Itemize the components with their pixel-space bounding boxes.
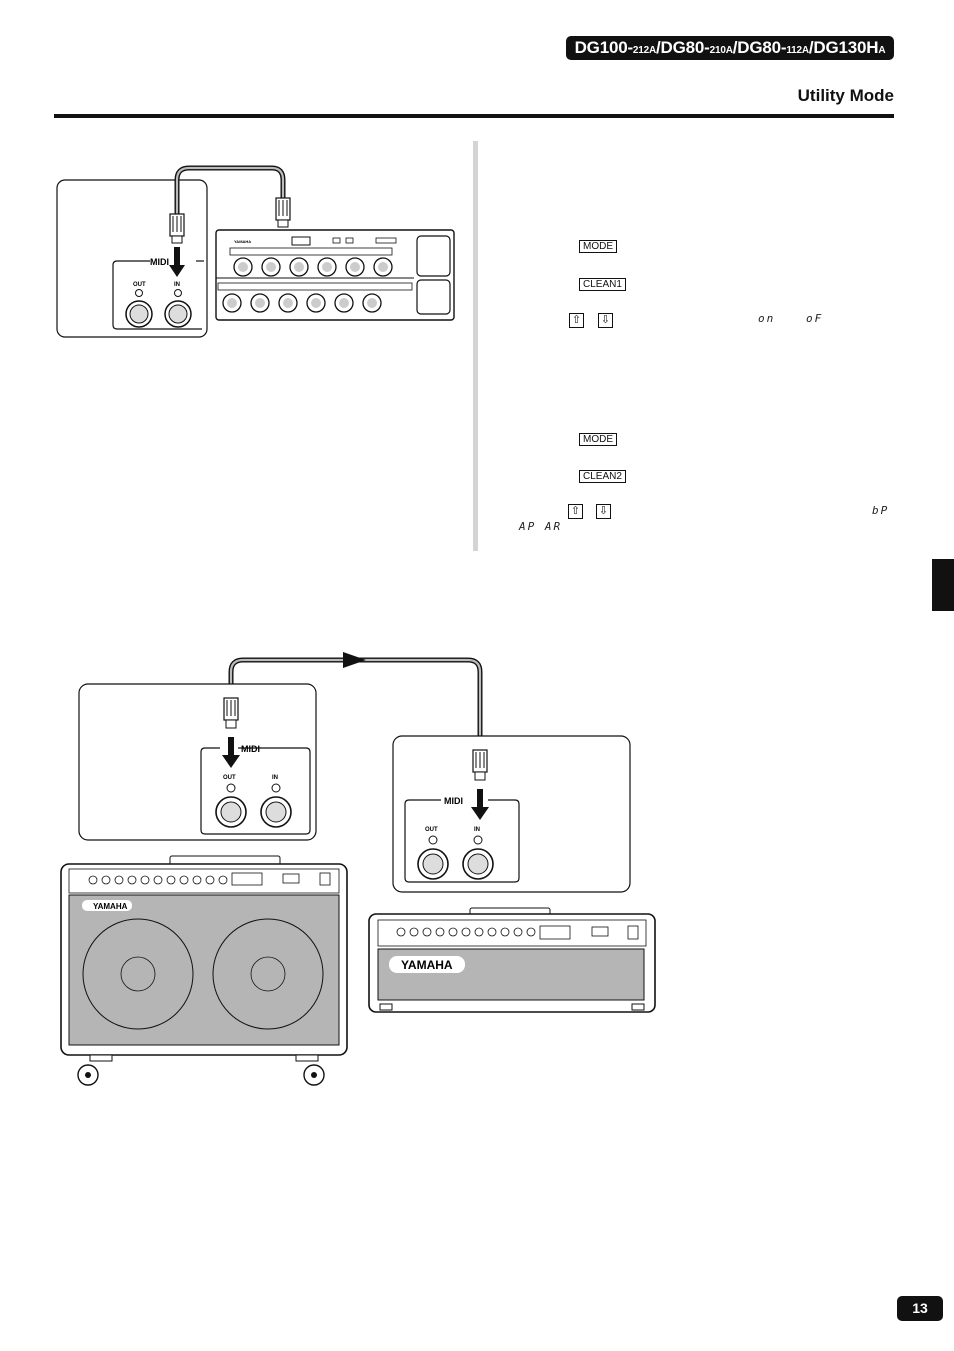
- lcd-on: on: [758, 312, 776, 325]
- in-label: IN: [174, 282, 180, 288]
- page-number: 13: [897, 1296, 943, 1321]
- model-part: A: [878, 45, 886, 56]
- up-arrow-icon: ⇧: [568, 504, 583, 519]
- clean2-key: CLEAN2: [579, 470, 626, 483]
- lcd-bp: bP: [872, 504, 890, 517]
- down-arrow-icon: ⇩: [596, 504, 611, 519]
- out-label: OUT: [425, 827, 438, 833]
- section-title: Utility Mode: [797, 86, 894, 105]
- model-part: 212A: [632, 45, 657, 56]
- clean1-key: CLEAN1: [579, 278, 626, 291]
- model-name-badge: DG100-212A/DG80-210A/DG80-112A/DG130HA: [566, 36, 894, 60]
- midi-label: MIDI: [444, 796, 463, 806]
- model-part: 210A: [709, 45, 733, 56]
- header-rule: [54, 114, 894, 118]
- bottom-diagram: MIDI OUT IN MIDI OUT IN: [60, 652, 656, 1086]
- model-part: DG100-: [574, 38, 634, 57]
- mode-key-2: MODE: [579, 433, 617, 446]
- column-divider: [473, 141, 478, 551]
- model-part: 112A: [786, 45, 809, 56]
- up-arrow-icon: ⇧: [569, 313, 584, 328]
- model-part: /DG80-: [732, 38, 787, 57]
- lcd-off: oF: [806, 312, 824, 325]
- down-arrow-icon: ⇩: [598, 313, 613, 328]
- brand-small: YAMAHA: [234, 239, 251, 244]
- top-diagram: MIDI OUT IN YAMAHA: [56, 165, 455, 338]
- out-label: OUT: [133, 282, 146, 288]
- chapter-tab: [932, 559, 954, 611]
- mode-key-1: MODE: [579, 240, 617, 253]
- out-label: OUT: [223, 775, 236, 781]
- midi-label: MIDI: [241, 744, 260, 754]
- brand-logo: YAMAHA: [93, 902, 128, 911]
- in-label: IN: [474, 827, 480, 833]
- lcd-ap-ar: AP AR: [519, 520, 563, 533]
- in-label: IN: [272, 775, 278, 781]
- model-part: /DG130H: [808, 38, 879, 57]
- brand-logo: YAMAHA: [401, 958, 453, 972]
- midi-label: MIDI: [150, 257, 169, 267]
- model-part: /DG80-: [656, 38, 710, 57]
